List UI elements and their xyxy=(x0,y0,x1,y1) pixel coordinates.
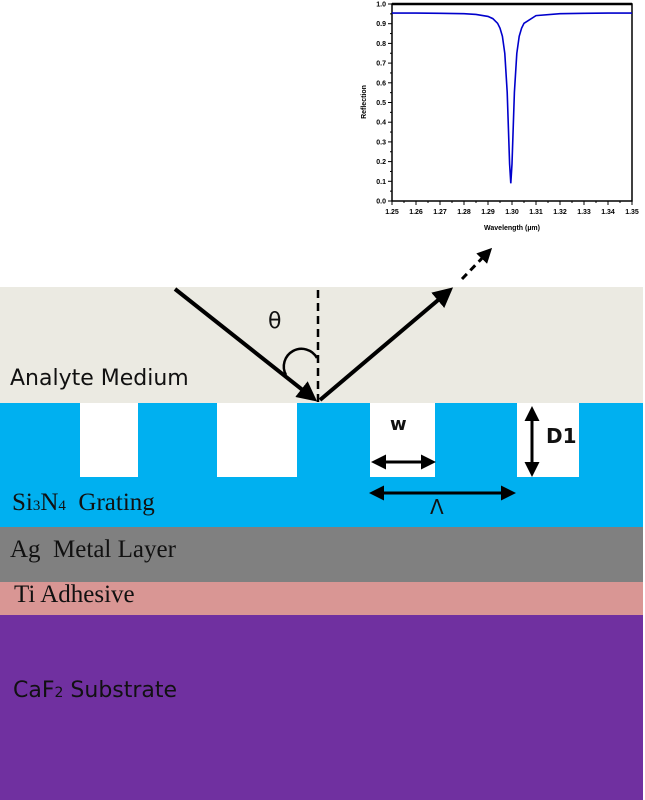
adhesive-layer-label: Ti Adhesive xyxy=(14,581,135,608)
grating-base xyxy=(0,477,643,528)
x-tick-label: 1.32 xyxy=(553,209,567,216)
y-tick-label: 0.5 xyxy=(376,100,386,107)
reflected-ray-arrow xyxy=(318,287,454,402)
x-tick-label: 1.33 xyxy=(577,209,591,216)
grating-ridge xyxy=(138,403,217,478)
x-tick-label: 1.31 xyxy=(529,209,543,216)
diffracted-ray-dashed-arrow xyxy=(460,247,493,281)
y-tick-label: 0.3 xyxy=(376,139,386,146)
analyte-medium-label: Analyte Medium xyxy=(10,366,189,391)
grating-ridge xyxy=(297,403,370,478)
grating-ridge xyxy=(435,403,517,478)
x-tick-label: 1.34 xyxy=(601,209,615,216)
reflection-chart: 1.25 1.26 1.27 1.28 1.29 1.30 1.31 1.32 1.33 1.34… xyxy=(361,2,639,233)
x-tick-label: 1.29 xyxy=(481,209,495,216)
x-tick-label: 1.27 xyxy=(433,209,447,216)
x-tick-label: 1.28 xyxy=(457,209,471,216)
reflection-curve xyxy=(392,12,632,184)
adhesive-layer xyxy=(0,582,643,616)
y-tick-label: 0.0 xyxy=(376,199,386,206)
theta-label: θ xyxy=(268,309,281,334)
period-label: Λ xyxy=(430,495,444,519)
y-tick-label: 0.6 xyxy=(376,80,386,87)
metal-layer xyxy=(0,527,643,582)
x-tick-label: 1.35 xyxy=(625,209,639,216)
y-tick-label: 0.8 xyxy=(376,41,386,48)
x-tick-label: 1.25 xyxy=(385,209,399,216)
grating-ridge xyxy=(579,403,643,478)
y-tick-label: 0.4 xyxy=(376,120,386,127)
grating-layer xyxy=(0,403,643,528)
metal-layer-label: Ag Metal Layer xyxy=(10,536,177,563)
x-tick-label: 1.26 xyxy=(409,209,423,216)
y-tick-label: 0.7 xyxy=(376,61,386,68)
y-axis-title: Reflection xyxy=(361,85,368,119)
grating-ridge xyxy=(0,403,80,478)
substrate-layer xyxy=(0,615,643,800)
y-tick-label: 0.9 xyxy=(376,21,386,28)
substrate-label: CaF2 Substrate xyxy=(13,678,177,703)
x-tick-label: 1.30 xyxy=(505,209,519,216)
x-axis-title: Wavelength (µm) xyxy=(484,225,540,232)
y-tick-label: 0.1 xyxy=(376,179,386,186)
groove-width-label: w xyxy=(390,414,407,435)
depth-label: D1 xyxy=(546,424,577,448)
incident-ray-arrow xyxy=(173,287,318,402)
grating-label: Si3N4 Grating xyxy=(12,489,155,516)
y-tick-label: 0.2 xyxy=(376,159,386,166)
analyte-medium-layer xyxy=(0,287,643,403)
incidence-angle-arc xyxy=(282,347,319,376)
y-tick-label: 1.0 xyxy=(376,2,386,9)
